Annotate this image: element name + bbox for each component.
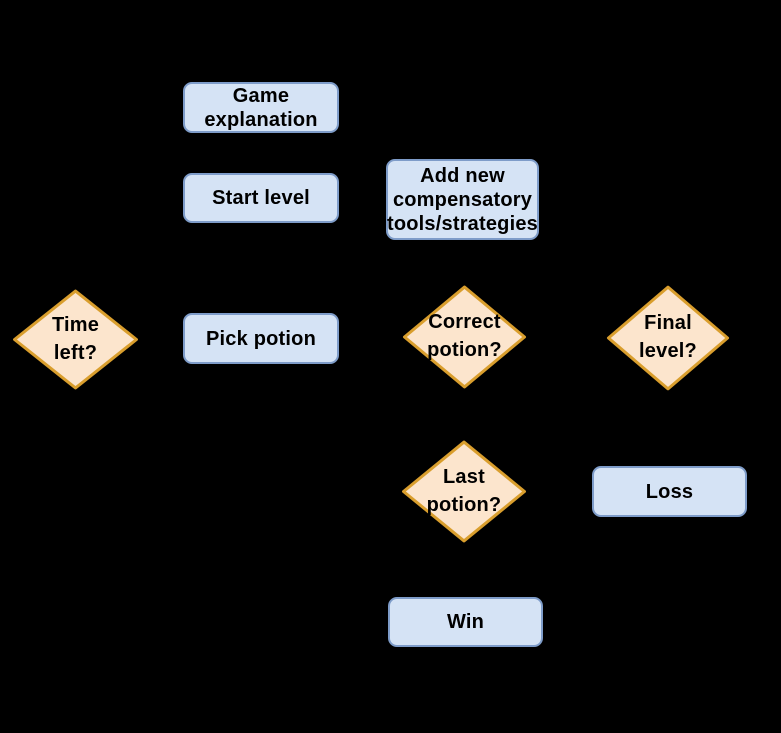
- node-correct-potion: Correct potion?: [402, 285, 527, 389]
- node-final-level-label: Final level?: [639, 312, 697, 362]
- node-win: Win: [388, 597, 543, 647]
- node-loss: Loss: [592, 466, 747, 517]
- node-start-level: Start level: [183, 173, 339, 223]
- node-game-explanation: Game explanation: [183, 82, 339, 133]
- node-last-potion: Last potion?: [401, 440, 527, 543]
- diamond-shape-icon: [402, 285, 527, 389]
- node-time-left-label: Time left?: [51, 313, 100, 364]
- node-game-explanation-label: Game explanation: [204, 84, 318, 131]
- node-pick-potion: Pick potion: [183, 313, 339, 364]
- node-add-new-tools-label: Add new compensatory tools/strategies: [386, 164, 539, 235]
- diamond-shape-icon: [12, 289, 139, 390]
- node-pick-potion-label: Pick potion: [206, 327, 316, 350]
- node-win-label: Win: [446, 611, 485, 633]
- node-final-level: Final level?: [606, 285, 730, 391]
- diamond-shape-icon: [401, 440, 527, 543]
- node-start-level-label: Start level: [212, 187, 310, 209]
- node-correct-potion-label: Correct potion?: [427, 311, 502, 361]
- node-last-potion-label: Last potion?: [426, 465, 502, 516]
- node-loss-label: Loss: [645, 480, 694, 503]
- node-time-left: Time left?: [12, 289, 139, 390]
- node-add-new-tools: Add new compensatory tools/strategies: [386, 159, 539, 240]
- diamond-shape-icon: [606, 285, 730, 391]
